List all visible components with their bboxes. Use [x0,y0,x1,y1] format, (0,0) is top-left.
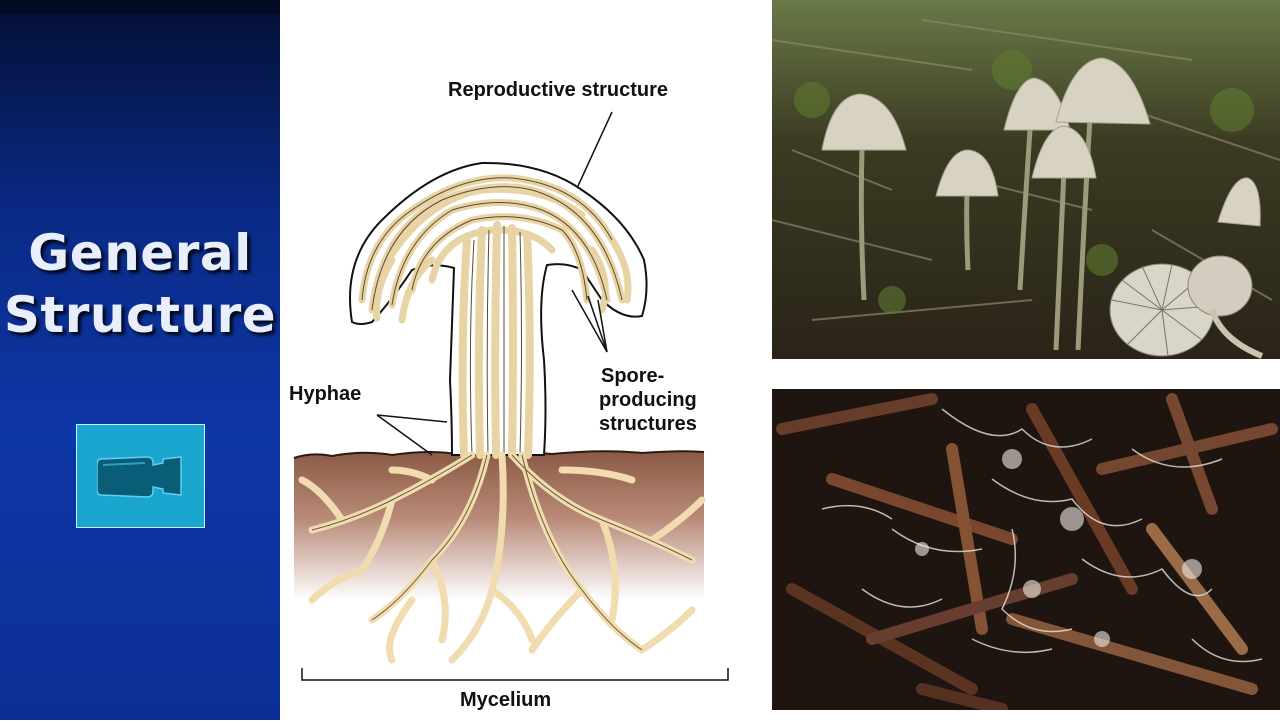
fungus-diagram: Reproductive structure Hyphae Spore- pro… [282,0,772,720]
label-spore-line1: Spore- [601,365,665,387]
label-spore-line3: structures [599,413,697,435]
label-spore-producing: Spore- producing structures [599,364,697,436]
slide-title-line1: General [28,224,252,282]
slide-title: General Structure [0,222,280,346]
label-spore-line2: producing [599,389,697,411]
mycelium-outline [311,454,693,651]
leader-lines [376,111,613,456]
label-hyphae: Hyphae [289,383,362,405]
label-mycelium: Mycelium [460,689,552,711]
stalk-hyphae-outline [469,226,522,456]
video-button[interactable] [76,424,205,528]
mycelium-photo [772,389,1280,710]
sidebar: General Structure [0,0,280,720]
sidebar-top-band [0,0,280,14]
cap-hyphae-outline [361,177,623,311]
fungus-illustration [293,111,729,681]
video-camera-icon [97,456,182,498]
mushrooms-photo [772,0,1280,359]
slide-title-line2: Structure [3,286,277,344]
stalk-hyphae [458,221,534,459]
mycelium-bracket [301,668,729,681]
label-reproductive-structure: Reproductive structure [448,79,669,101]
